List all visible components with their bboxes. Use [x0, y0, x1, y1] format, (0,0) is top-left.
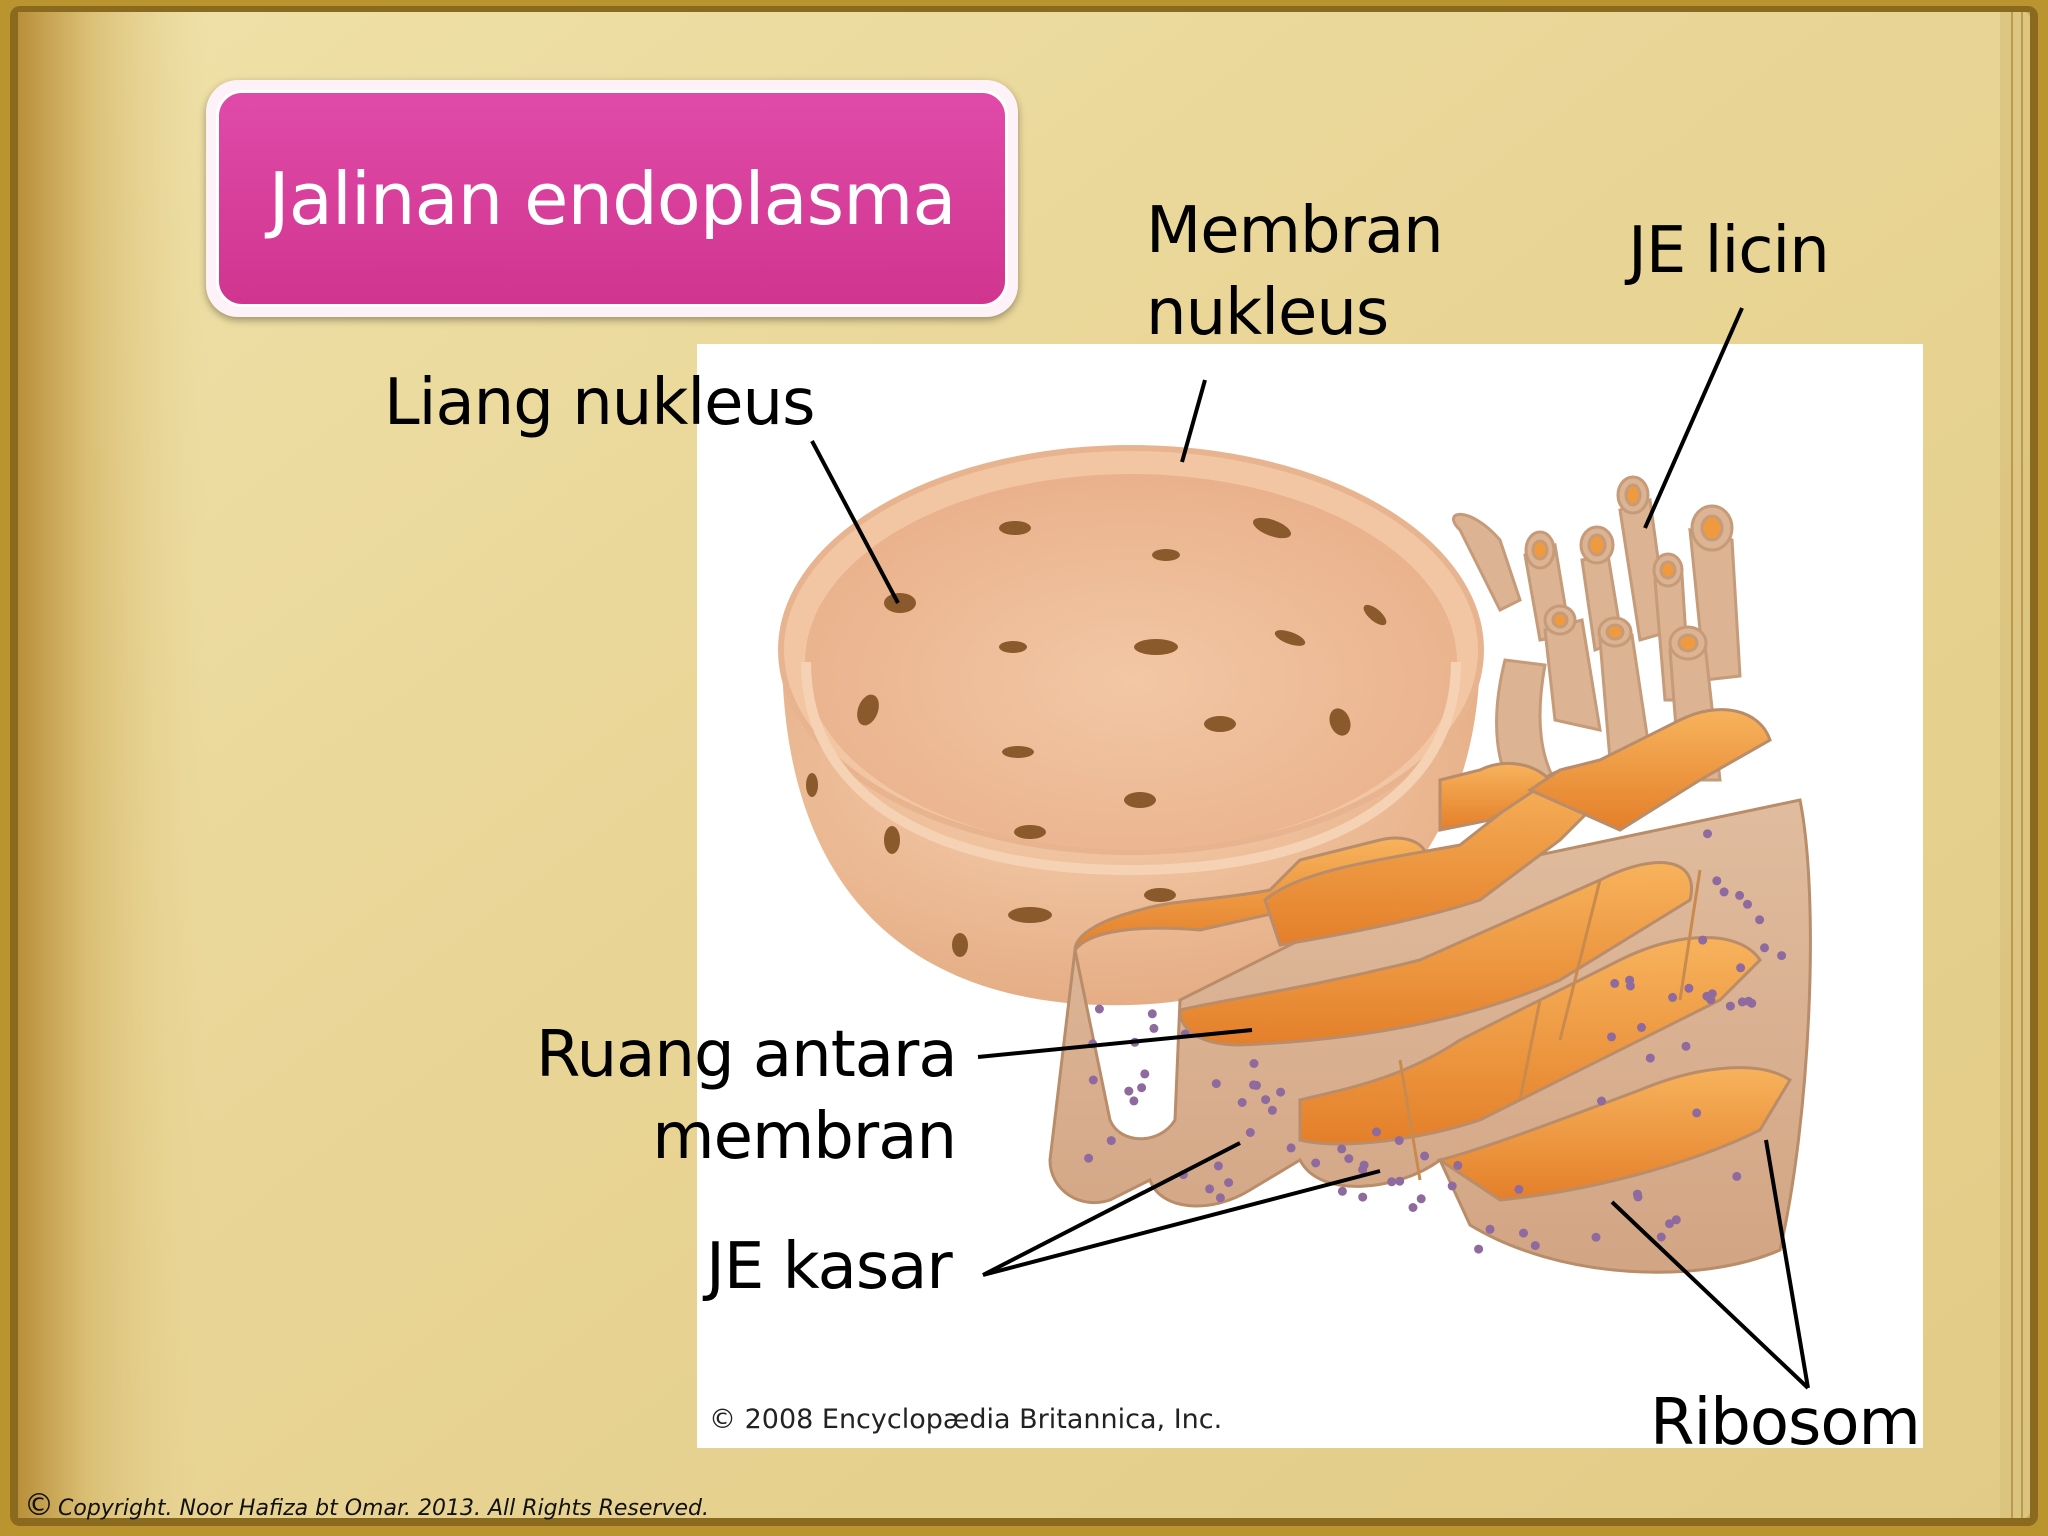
ribosome-dot: [1261, 1095, 1271, 1105]
ribosome-dot: [1359, 1160, 1369, 1170]
ribosome-dot: [1744, 996, 1754, 1006]
ribosome-dot: [1124, 1086, 1134, 1096]
ribosome-dot: [1755, 915, 1765, 925]
ribosome-dot: [1394, 1136, 1404, 1145]
label-je-licin: JE licin: [1628, 214, 1830, 288]
ribosome-dot: [1088, 1075, 1098, 1085]
title-banner: Jalinan endoplasma: [216, 90, 1008, 307]
ribosome-dot: [1485, 1224, 1495, 1234]
copyright-notice: ©Copyright. Noor Hafiza bt Omar. 2013. A…: [24, 1488, 709, 1523]
ribosome-dot: [1447, 1181, 1457, 1191]
ribosome-dot: [1237, 1098, 1247, 1107]
ribosome-dot: [1106, 1136, 1116, 1146]
label-ruang-line2: membran: [652, 1100, 957, 1174]
ribosome-dot: [1387, 1177, 1397, 1187]
label-ruang-line1: Ruang antara: [536, 1018, 958, 1092]
ribosome-dot: [1205, 1184, 1215, 1194]
ribosome-dot: [1706, 995, 1716, 1005]
ribosome-dot: [1743, 899, 1752, 909]
ribosome-dot: [1712, 876, 1722, 886]
label-membran-line1: Membran: [1146, 194, 1444, 268]
ribosome-dot: [1610, 978, 1620, 988]
ribosome-dot: [1416, 1194, 1426, 1204]
label-membran-line2: nukleus: [1146, 276, 1389, 350]
nuclear-pores: [806, 517, 1387, 957]
ribosome-dot: [1514, 1184, 1524, 1194]
ribosome-dot: [1671, 1215, 1681, 1225]
ribosome-dot: [1684, 983, 1694, 993]
ribosome-dot: [1140, 1069, 1150, 1079]
ribosome-dot: [1665, 1219, 1674, 1229]
label-ruang-antara-membran: Ruang antara membran: [536, 1014, 958, 1178]
label-je-kasar: JE kasar: [706, 1230, 953, 1304]
ribosome-dot: [1681, 1041, 1691, 1051]
ribosome-dot: [1249, 1059, 1259, 1068]
ribosome-dot: [1633, 1192, 1643, 1202]
ribosome-dot: [1137, 1083, 1147, 1093]
ribosome-dot: [1645, 1053, 1655, 1063]
ribosome-dot: [1453, 1160, 1463, 1170]
ribosome-dot: [1213, 1161, 1223, 1171]
ribosome-dot: [1777, 951, 1787, 961]
label-membran-nukleus: Membran nukleus: [1146, 190, 1444, 354]
ribosome-dot: [1725, 1001, 1735, 1011]
ribosome-dot: [1395, 1176, 1405, 1186]
ribosome-dot: [1692, 1108, 1702, 1118]
ribosome-dot: [1147, 1009, 1157, 1019]
ribosome-dot: [1735, 890, 1745, 900]
ribosome-dot: [1337, 1186, 1347, 1196]
ribosome-dot: [1224, 1178, 1234, 1188]
ribosome-dot: [1732, 1171, 1742, 1181]
label-liang-nukleus: Liang nukleus: [384, 366, 815, 440]
ribosome-dot: [1597, 1096, 1606, 1106]
ribosome-dot: [1358, 1192, 1368, 1202]
figure-credit: © 2008 Encyclopædia Britannica, Inc.: [709, 1404, 1223, 1435]
ribosome-dot: [1637, 1022, 1646, 1032]
ribosome-dot: [1215, 1193, 1225, 1203]
ribosome-dot: [1372, 1127, 1381, 1137]
ribosome-dot: [1286, 1143, 1296, 1153]
title-box: Jalinan endoplasma: [206, 80, 1018, 317]
copyright-symbol: ©: [24, 1488, 54, 1523]
ribosome-dot: [1252, 1080, 1261, 1090]
ribosome-dot: [1084, 1153, 1094, 1163]
ribosome-dot: [1625, 975, 1635, 985]
ribosome-dot: [1668, 992, 1678, 1002]
ribosome-dot: [1474, 1244, 1484, 1254]
ribosome-dot: [1337, 1144, 1347, 1154]
ribosome-dot: [1607, 1032, 1616, 1042]
ribosome-dot: [1129, 1096, 1139, 1106]
ribosome-dot: [1530, 1241, 1540, 1251]
ribosome-dot: [1519, 1228, 1528, 1238]
ribosome-dot: [1094, 1004, 1104, 1014]
ribosome-dot: [1276, 1087, 1286, 1097]
ribosome-dot: [1698, 935, 1708, 945]
ribosome-dot: [1245, 1128, 1255, 1137]
ribosome-dot: [1408, 1203, 1418, 1212]
label-ribosom: Ribosom: [1650, 1386, 1921, 1460]
ribosome-dot: [1656, 1232, 1666, 1242]
ribosome-dot: [1211, 1079, 1221, 1089]
ribosome-dot: [1591, 1232, 1601, 1242]
slide-title: Jalinan endoplasma: [268, 156, 957, 241]
copyright-text: Copyright. Noor Hafiza bt Omar. 2013. Al…: [58, 1496, 709, 1521]
rough-er-sheets: [1048, 708, 1812, 1274]
ribosome-dot: [1267, 1105, 1277, 1115]
ribosome-dot: [1311, 1158, 1321, 1168]
ribosome-dot: [1344, 1154, 1354, 1164]
ribosome-dot: [1760, 943, 1769, 953]
nuclear-envelope-bowl: [778, 445, 1484, 1006]
ribosome-dot: [1719, 887, 1729, 897]
ribosome-dot: [1703, 829, 1712, 839]
ribosome-dot: [1736, 963, 1746, 973]
ribosome-dot: [1420, 1151, 1430, 1161]
ribosome-dot: [1149, 1023, 1159, 1033]
